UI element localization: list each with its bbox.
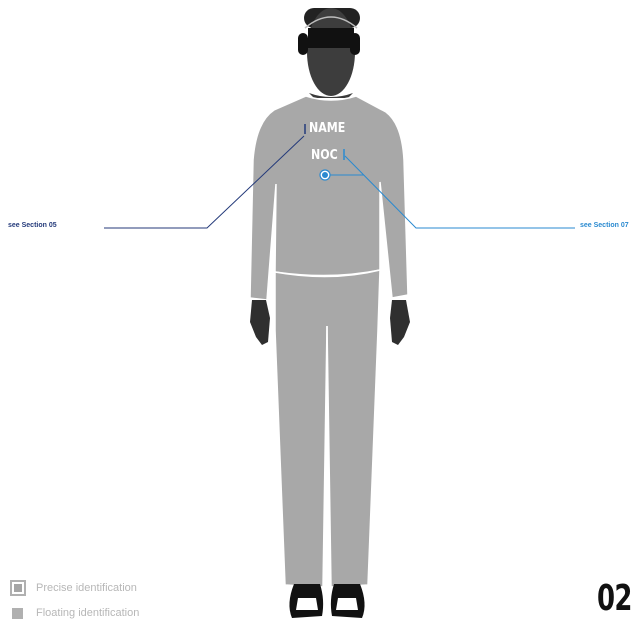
section-05-reference: see Section 05 [8, 222, 57, 229]
chest-noc-text: NOC [311, 149, 338, 163]
page-number: 02 [597, 579, 632, 619]
emblem-marker [320, 170, 330, 180]
floating-swatch-icon [12, 608, 23, 619]
legend-precise-label: Precise identification [36, 582, 137, 594]
section-07-reference: see Section 07 [580, 222, 629, 229]
chest-name-text: NAME [309, 122, 345, 136]
left-hand [250, 300, 270, 345]
legend-floating-label: Floating identification [36, 607, 139, 619]
legend-floating-identification: Floating identification [10, 607, 139, 619]
legend-precise-identification: Precise identification [10, 580, 137, 596]
right-hand [390, 300, 410, 345]
head [298, 8, 360, 96]
shoes [289, 584, 364, 618]
precise-swatch-icon [10, 580, 26, 596]
